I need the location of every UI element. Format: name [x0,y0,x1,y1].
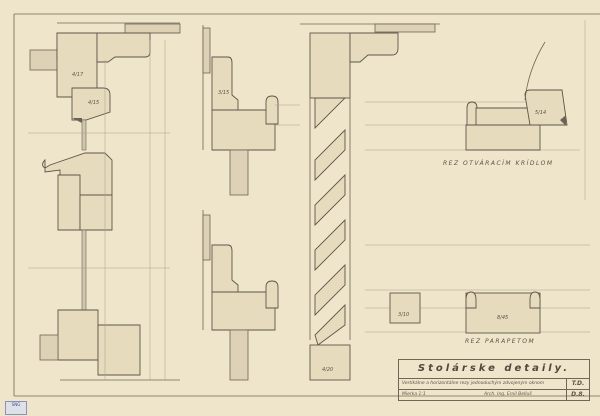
drawing-title: Stolárske detaily. [399,360,589,379]
drawing-description: Vertikálne a horizontálne rezy jednoduch… [402,381,545,386]
vertical-section-left [28,22,181,381]
horizontal-section-parapet [365,244,590,334]
section-label-parapet: REZ PARAPETOM [465,338,536,345]
title-row-scale: Mierka 1:1 Arch. Ing. Emil Belluš D.8. [399,390,589,400]
drawing-scale: Mierka 1:1 [402,392,426,397]
drawing-author: Arch. Ing. Emil Belluš [484,392,532,397]
vertical-section-middle [202,25,300,381]
title-row-description: Vertikálne a horizontálne rezy jednoduch… [399,379,589,390]
dim-label: 4/15 [88,100,100,106]
drawing-code-top: T.D. [566,379,589,389]
horizontal-section-casement [365,20,586,200]
louver-section [300,23,440,381]
dim-label: 5/14 [535,110,547,116]
dim-label: 8/45 [497,315,509,321]
dim-label: 4/17 [72,72,84,78]
dim-label: 3/10 [398,312,410,318]
section-label-casement: REZ OTVÁRACÍM KRÍDLOM [443,160,554,167]
drawing-code-bottom: D.8. [566,390,589,400]
title-block: Stolárske detaily. Vertikálne a horizont… [398,359,590,401]
dim-label: 3/15 [218,90,230,96]
dim-label: 4/20 [322,367,334,373]
collection-stamp: SNG [5,401,27,415]
